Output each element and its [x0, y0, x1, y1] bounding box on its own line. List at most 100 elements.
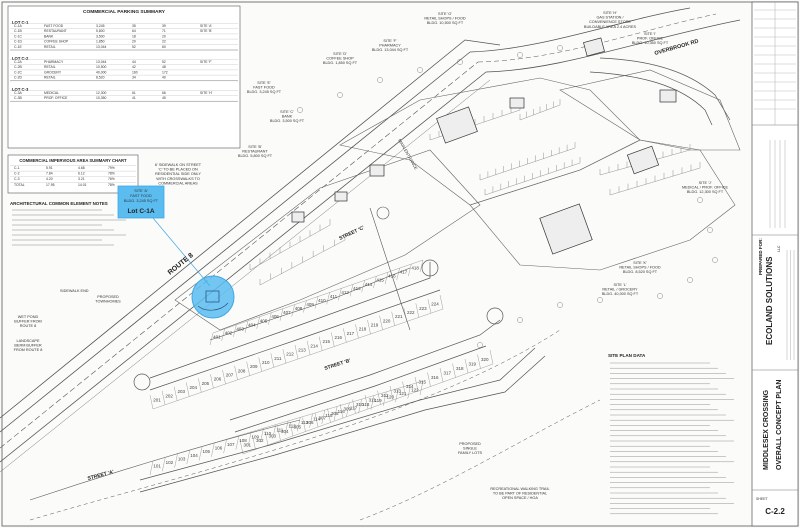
lot-number: 222 [407, 310, 415, 315]
site-b-label-block-line: BLDG. 5,800 SQ FT [238, 154, 273, 158]
route-8-label: ROUTE 8 [167, 252, 195, 277]
lot-number: 112 [289, 424, 297, 429]
lot-number: 320 [481, 357, 489, 362]
parking-table-cell: 64 [132, 29, 136, 33]
parking-table-cell: C-1B [14, 29, 22, 33]
lot-number: 122 [411, 387, 419, 392]
parking-table-cell: 5,800 [96, 29, 105, 33]
site-d-label-block-line: COFFEE SHOP [326, 57, 354, 61]
parking-table-cell: 18 [132, 34, 136, 38]
lot-number: 402 [225, 330, 233, 335]
site-k-label-block-line: SITE 'K' [633, 261, 647, 265]
lot-number: 113 [301, 420, 309, 425]
lot-number: 210 [262, 360, 270, 365]
pharmacy-building [436, 106, 478, 144]
parking-table-cell: 66 [162, 91, 166, 95]
lot-number: 312 [381, 393, 389, 398]
arch-notes-title: ARCHITECTURAL COMMON ELEMENT NOTES [10, 201, 108, 206]
commercial-area [174, 37, 741, 348]
coffee-shop-building [334, 191, 348, 202]
lot-number: 219 [371, 322, 379, 327]
lot-number: 306 [306, 420, 314, 425]
walking-trail-label-line: RECREATIONAL WALKING TRAIL [490, 487, 549, 491]
lot-number: 121 [399, 391, 407, 396]
site-plan-data-title: SITE PLAN DATA [608, 353, 646, 358]
lot-numbers: 2012022032042052062072082092102112122132… [153, 266, 489, 469]
parking-table-cell: PHARMACY [44, 60, 64, 64]
lot-number: 411 [330, 294, 338, 299]
lot-number: 314 [406, 384, 414, 389]
impervious-table-cell: 79% [108, 166, 115, 170]
gas-station-building [583, 37, 605, 57]
parking-table-cell: 10,500 [96, 65, 106, 69]
parking-table-cell: 40 [162, 76, 166, 80]
lot-number: 110 [264, 431, 272, 436]
parking-table-cell: RESTAURANT [44, 29, 67, 33]
lot-number: 103 [178, 456, 186, 461]
lot-number: 304 [281, 429, 289, 434]
site-f-label-block-line: PHARMACY [379, 44, 401, 48]
lot-number: 102 [166, 460, 174, 465]
site-l-label-block-line: RETAIL / GROCERY [602, 288, 638, 292]
parking-table-cell: 13,044 [96, 60, 106, 64]
parking-table-cell: COFFEE SHOP [44, 40, 69, 44]
parking-table-cell: 12,300 [96, 91, 106, 95]
grocery-building [539, 203, 593, 255]
walking-trail-label-line: TO BE PART OF RESIDENTIAL [493, 492, 547, 496]
lot-number: 108 [239, 438, 247, 443]
lot-number: 207 [226, 372, 234, 377]
parking-table-cell: 40,000 [96, 70, 106, 74]
site-gas-label-block-line: CONVENIENCE STORE [589, 20, 631, 24]
lot-number: 101 [153, 464, 161, 469]
lot-number: 117 [350, 406, 358, 411]
lot-number: 310 [356, 402, 364, 407]
lot-number: 410 [318, 298, 326, 303]
site-c-label-block-line: BLDG. 3,500 SQ FT [270, 119, 305, 123]
restaurant-building [369, 164, 385, 177]
lot-number: 114 [313, 416, 321, 421]
lot-number: 401 [213, 334, 221, 339]
parking-lot-label: LOT C-3 [12, 87, 29, 92]
lot-number: 408 [295, 306, 303, 311]
lot-number: 403 [236, 326, 244, 331]
brand-name: ECOLAND SOLUTIONS [765, 256, 774, 345]
lot-number: 221 [395, 314, 403, 319]
site-g-label-block-line: SITE 'G' [438, 12, 452, 16]
landscape-label-line: LANDSCAPE [16, 339, 39, 343]
lot-number: 119 [374, 398, 382, 403]
parking-table-cell: 160 [132, 70, 138, 74]
site-a-highlight[interactable] [191, 275, 235, 319]
site-j-label-block-line: SITE 'J' [699, 181, 712, 185]
lot-number: 215 [322, 339, 330, 344]
wet-pond-label-line: ROUTE 8 [20, 324, 36, 328]
parking-table-cell: GROCERY [44, 70, 62, 74]
lot-number: 209 [250, 364, 258, 369]
parking-table-cell: 71 [162, 29, 166, 33]
site-a-callout[interactable]: SITE 'A' FAST FOOD BLDG. 3,245 SQ FT Lot… [117, 185, 165, 219]
parking-table-cell: C-2C [14, 70, 22, 74]
lot-number: 105 [202, 449, 210, 454]
site-plan-data-notes: SITE PLAN DATA [608, 353, 734, 515]
lot-number: 216 [335, 335, 343, 340]
residential-lots [149, 259, 494, 476]
site-i-label-block-line: BLDG. 10,350 SQ FT [632, 41, 669, 45]
lot-number: 307 [318, 415, 326, 420]
parking-table-cell: BANK [44, 34, 54, 38]
lot-number: 407 [283, 310, 291, 315]
street-c-label: STREET 'C' [338, 225, 365, 242]
parking-table-cell: 48 [162, 65, 166, 69]
parking-table-cell: C-1C [14, 34, 22, 38]
impervious-table-cell: C-3 [14, 177, 20, 181]
architectural-notes: ARCHITECTURAL COMMON ELEMENT NOTES [10, 201, 126, 246]
street-b-label: STREET 'B' [324, 358, 352, 372]
